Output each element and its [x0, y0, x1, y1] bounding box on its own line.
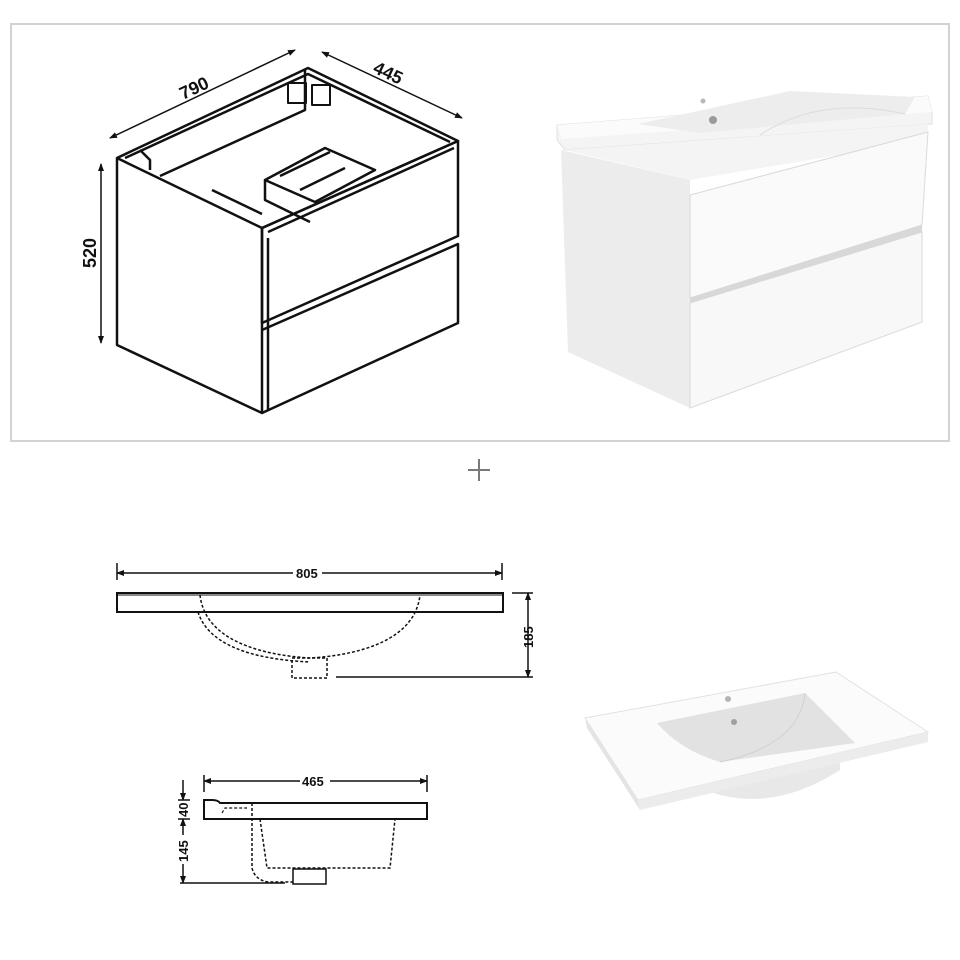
cabinet-render	[556, 91, 933, 409]
basin-depth-label: 465	[302, 774, 324, 789]
basin-front-view	[116, 563, 533, 679]
cabinet-depth-label: 445	[370, 57, 406, 88]
basin-width-label: 805	[296, 566, 318, 581]
basin-render	[584, 671, 930, 810]
basin-side-view	[178, 775, 428, 885]
basin-height-label: 185	[521, 626, 536, 648]
cabinet-width-label: 790	[176, 73, 212, 104]
basin-bowl-depth-label: 145	[176, 840, 191, 862]
plus-icon	[467, 458, 491, 482]
cabinet-height-label: 520	[80, 238, 100, 268]
basin-top-thickness-label: 40	[176, 803, 191, 817]
